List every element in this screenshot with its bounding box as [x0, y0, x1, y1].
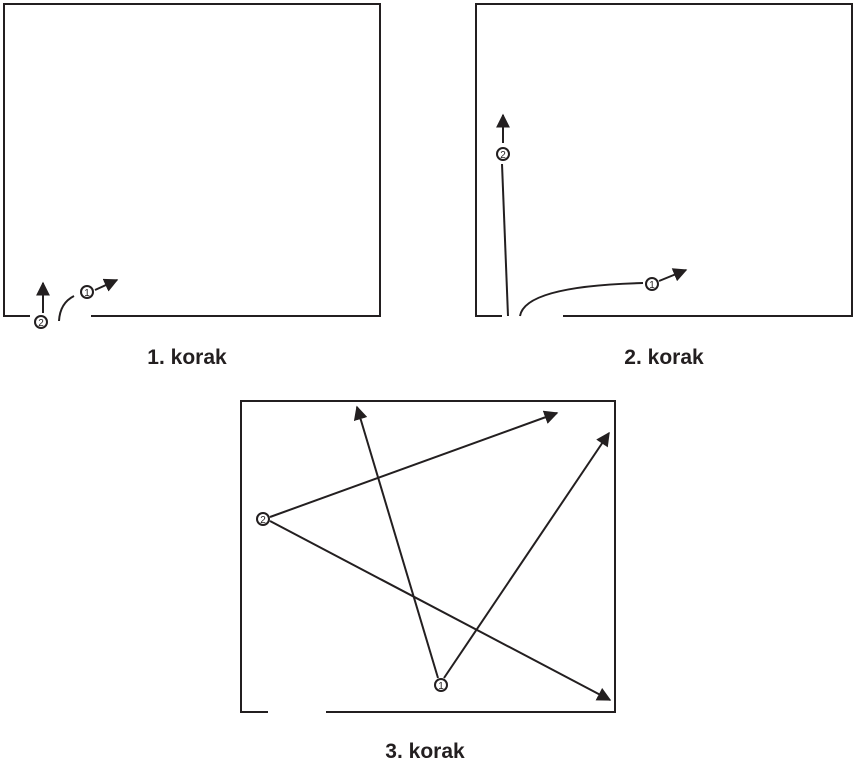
room-step-1-marker-2-label: 2	[38, 318, 44, 329]
room-step-3-arrow-2a	[269, 410, 559, 518]
room-step-2-walls	[475, 3, 853, 317]
room-step-2-marker-2-label: 2	[500, 150, 506, 161]
room-step-2-marker-2	[496, 147, 510, 161]
room-step-3-marker-1	[434, 678, 448, 692]
room-step-2-curve-1	[519, 282, 644, 317]
room-step-2-line-2	[501, 163, 509, 317]
room-step-1-marker-2	[34, 315, 48, 329]
step-1-caption: 1. korak	[147, 346, 227, 369]
room-step-2-marker-1	[645, 277, 659, 291]
step-2-caption: 2. korak	[624, 346, 704, 369]
room-step-1-door-swing	[58, 295, 75, 322]
room-step-1-marker-1-label: 1	[84, 288, 90, 299]
room-step-2-arrow-1	[658, 268, 688, 282]
room-step-1-marker-1	[80, 285, 94, 299]
room-step-2	[475, 3, 853, 317]
room-step-3-marker-2	[256, 512, 270, 526]
room-step-2-marker-1-label: 1	[649, 280, 655, 291]
room-step-3-arrow-1a	[353, 405, 439, 679]
room-step-3-marker-1-label: 1	[438, 681, 444, 692]
room-step-3	[240, 400, 616, 713]
room-step-3-walls	[240, 400, 616, 713]
room-step-3-marker-2-label: 2	[260, 515, 266, 526]
room-step-1-arrow-1	[94, 278, 119, 292]
room-step-3-arrow-2b	[269, 520, 612, 701]
room-step-3-arrow-1b	[443, 431, 610, 679]
room-step-1	[3, 3, 381, 329]
step-3-caption: 3. korak	[385, 740, 465, 763]
room-step-1-walls	[3, 3, 381, 317]
